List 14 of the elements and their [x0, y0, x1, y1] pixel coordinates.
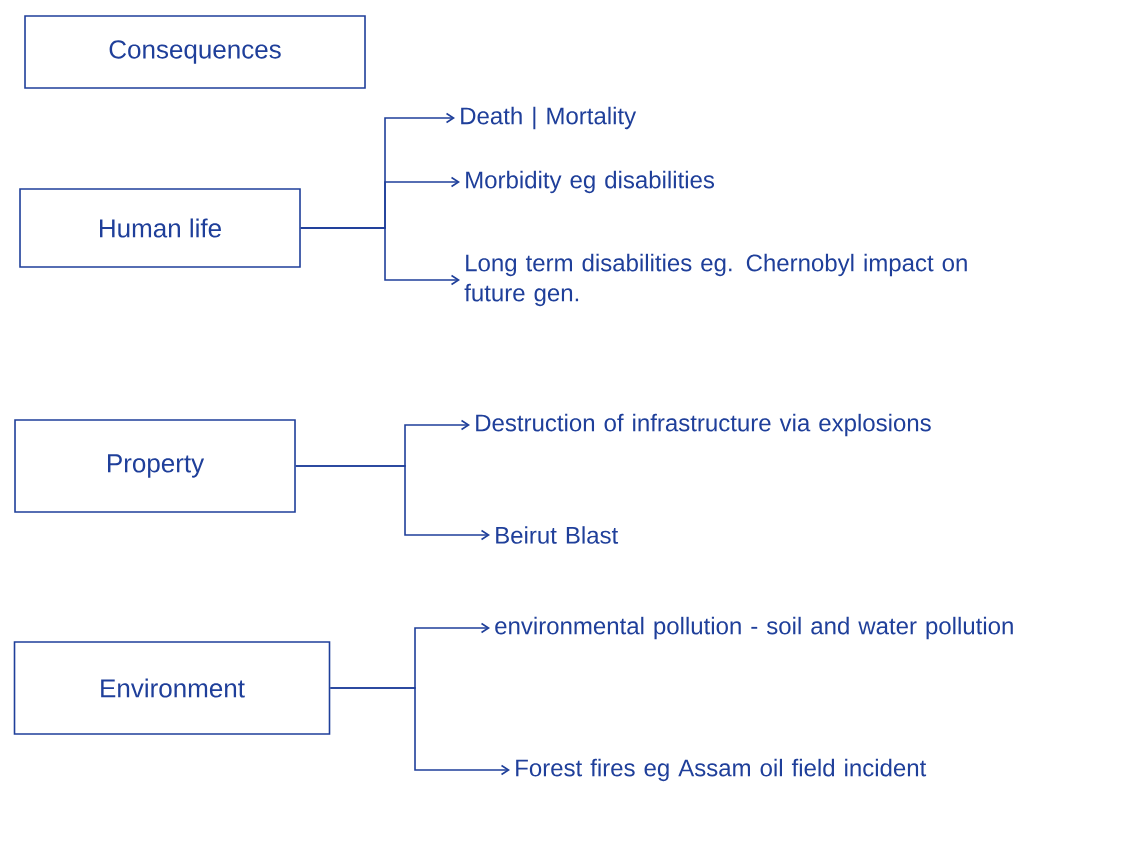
arrow	[329, 687, 510, 776]
note-text: Destruction of infrastructure via explosions	[476, 413, 931, 437]
category-box: Human life	[19, 188, 301, 268]
note-text: Forest fires eg Assam oil field incident	[516, 758, 927, 782]
category-box: Environment	[13, 641, 331, 735]
heading-box: Consequences	[24, 15, 366, 89]
note-text: Death | Mortality	[461, 106, 637, 130]
note-text: Beirut Blast	[496, 526, 619, 544]
note-text: Morbidity eg disabilities	[466, 170, 715, 194]
arrow	[300, 227, 460, 286]
note-text: Long term disabilities eg. Chernobyl impact on future gen.	[464, 253, 967, 307]
arrow	[295, 465, 490, 541]
category-box: Property	[14, 419, 296, 513]
note-text: environmental pollution - soil and water pollution	[495, 616, 1013, 640]
